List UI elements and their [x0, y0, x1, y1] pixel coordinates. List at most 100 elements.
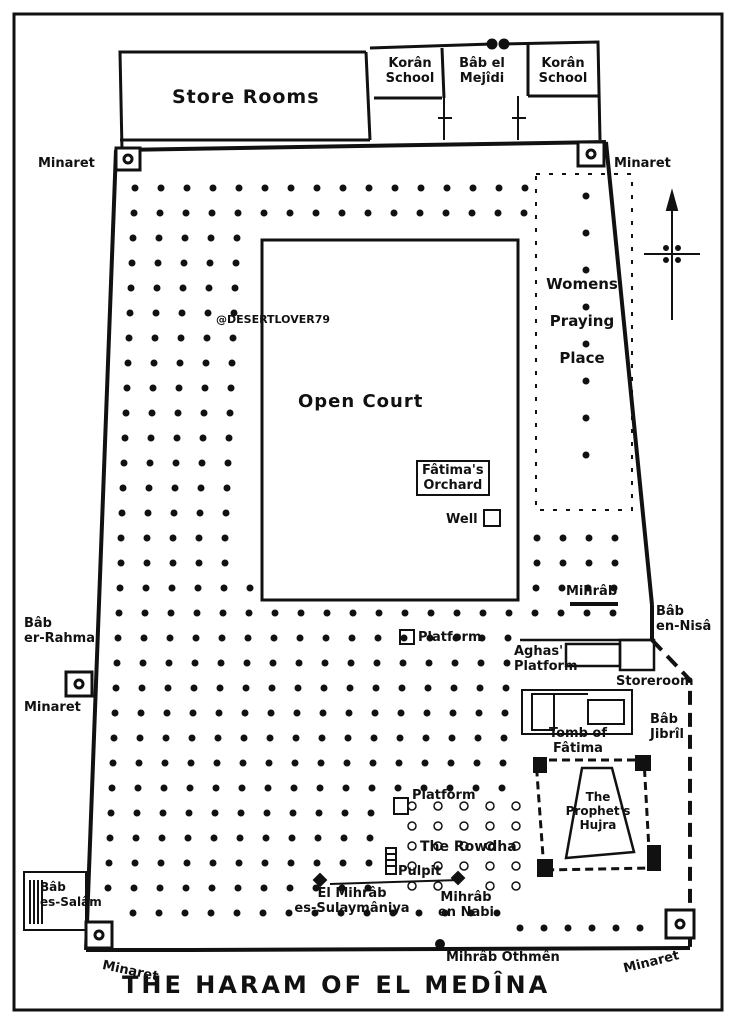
column: [343, 759, 351, 767]
column: [136, 734, 144, 742]
column: [243, 659, 251, 667]
column: [153, 284, 161, 292]
column: [499, 759, 507, 767]
column: [422, 734, 430, 742]
column: [184, 834, 192, 842]
column: [347, 659, 355, 667]
column: [425, 659, 433, 667]
column: [453, 609, 461, 617]
column: [345, 709, 353, 717]
column: [584, 584, 592, 592]
column: [263, 809, 271, 817]
rowdha-column: [407, 821, 417, 831]
rowdha-column: [433, 861, 443, 871]
column: [196, 509, 204, 517]
rowdha-column: [511, 861, 521, 871]
column: [104, 884, 112, 892]
column: [531, 609, 539, 617]
column: [501, 709, 509, 717]
column: [135, 759, 143, 767]
column: [636, 924, 644, 932]
column: [473, 759, 481, 767]
column-grid: [104, 184, 644, 932]
minaret-icon: [64, 140, 696, 950]
column: [179, 284, 187, 292]
column: [446, 784, 454, 792]
column: [322, 634, 330, 642]
column: [494, 209, 502, 217]
column: [415, 909, 423, 917]
column: [120, 459, 128, 467]
column: [170, 509, 178, 517]
column: [611, 559, 619, 567]
column: [130, 884, 138, 892]
column: [475, 709, 483, 717]
column: [493, 909, 501, 917]
rowdha-column: [433, 801, 443, 811]
rowdha-column: [511, 801, 521, 811]
column: [178, 309, 186, 317]
column: [365, 859, 373, 867]
column: [495, 184, 503, 192]
aghas-platform-label: Aghas'Platform: [514, 644, 578, 674]
storeroom-label: Storeroom: [616, 674, 694, 689]
column: [125, 334, 133, 342]
rowdha-column: [485, 821, 495, 831]
column: [160, 784, 168, 792]
column: [138, 684, 146, 692]
column: [295, 659, 303, 667]
column: [502, 684, 510, 692]
column: [346, 684, 354, 692]
column: [296, 634, 304, 642]
column: [124, 359, 132, 367]
column: [199, 434, 207, 442]
column: [421, 759, 429, 767]
column: [183, 184, 191, 192]
rowdha-column: [485, 841, 495, 851]
column: [187, 759, 195, 767]
column: [202, 359, 210, 367]
bab-es-salam-gate: [23, 871, 87, 931]
column: [147, 434, 155, 442]
column: [339, 859, 347, 867]
column: [191, 659, 199, 667]
column: [232, 259, 240, 267]
column: [113, 659, 121, 667]
column: [220, 584, 228, 592]
tomb-hujra-complex: [521, 689, 661, 877]
column: [287, 184, 295, 192]
column: [106, 834, 114, 842]
column: [500, 734, 508, 742]
mihrab-east-label: Mihrâb: [566, 584, 618, 599]
column: [389, 909, 397, 917]
column: [241, 709, 249, 717]
column: [215, 709, 223, 717]
column: [161, 759, 169, 767]
column: [205, 284, 213, 292]
column: [516, 924, 524, 932]
column: [559, 559, 567, 567]
column: [503, 659, 511, 667]
column: [582, 266, 590, 274]
column: [123, 384, 131, 392]
column: [208, 884, 216, 892]
column: [156, 884, 164, 892]
column: [315, 809, 323, 817]
column: [150, 359, 158, 367]
column: [448, 734, 456, 742]
column: [140, 634, 148, 642]
column: [369, 759, 377, 767]
open-court: [260, 238, 520, 602]
column: [259, 909, 267, 917]
column: [223, 484, 231, 492]
column: [229, 334, 237, 342]
column: [112, 684, 120, 692]
column: [224, 459, 232, 467]
rowdha-column: [407, 801, 417, 811]
